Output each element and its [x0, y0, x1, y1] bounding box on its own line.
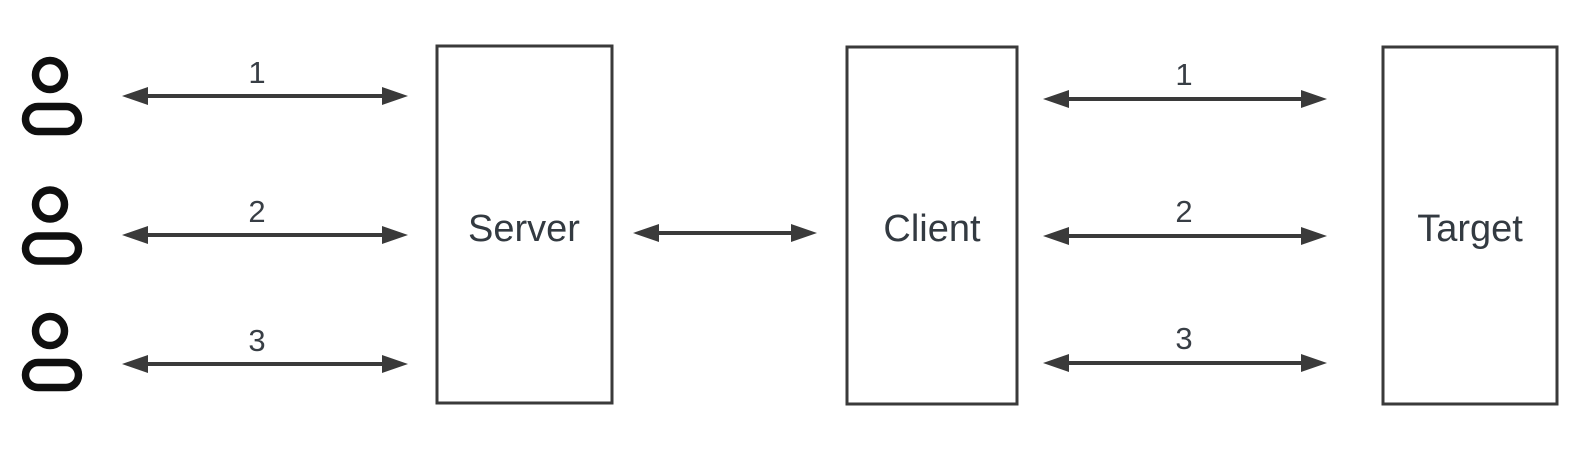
arrowhead-right — [382, 226, 408, 244]
arrowhead-right — [382, 87, 408, 105]
user-icon — [21, 186, 83, 265]
user-icon-body — [21, 102, 83, 136]
arrow-client-target-3 — [1043, 354, 1327, 372]
arrowhead-left — [1043, 227, 1069, 245]
arrowhead-left — [122, 355, 148, 373]
arrow-label-left-3: 3 — [248, 323, 265, 358]
arrowhead-right — [382, 355, 408, 373]
arrow-label-left-1: 1 — [248, 55, 265, 90]
arrow-label-right-2: 2 — [1175, 194, 1192, 229]
user-icon-body — [21, 358, 83, 392]
target-box — [1381, 45, 1559, 406]
arrowhead-left — [633, 224, 659, 242]
arrowhead-left — [1043, 354, 1069, 372]
arrowhead-right — [1301, 227, 1327, 245]
server-label: Server — [468, 208, 580, 250]
target-node: Target — [1381, 45, 1559, 406]
user-icon-body — [21, 232, 83, 265]
arrowhead-left — [122, 226, 148, 244]
user-icon-head — [31, 56, 69, 94]
client-node: Client — [845, 45, 1019, 406]
arrowhead-right — [1301, 90, 1327, 108]
server-box — [435, 44, 614, 405]
arrowhead-right — [1301, 354, 1327, 372]
client-label: Client — [883, 208, 981, 250]
arrow-user2-server — [122, 226, 408, 244]
arrow-server-client — [633, 224, 817, 242]
arrow-label-left-2: 2 — [248, 194, 265, 229]
arrow-label-right-1: 1 — [1175, 57, 1192, 92]
arrow-user1-server — [122, 87, 408, 105]
arrowhead-left — [122, 87, 148, 105]
arrow-client-target-2 — [1043, 227, 1327, 245]
arrow-client-target-1 — [1043, 90, 1327, 108]
arrow-label-right-3: 3 — [1175, 321, 1192, 356]
client-box — [845, 45, 1019, 406]
user-icon-head — [31, 186, 69, 223]
target-label: Target — [1417, 208, 1523, 250]
user-icon — [21, 56, 83, 136]
user-icon-head — [31, 312, 69, 350]
arrowhead-right — [791, 224, 817, 242]
arrow-user3-server — [122, 355, 408, 373]
arrowhead-left — [1043, 90, 1069, 108]
server-node: Server — [435, 44, 614, 405]
user-icon — [21, 312, 83, 392]
